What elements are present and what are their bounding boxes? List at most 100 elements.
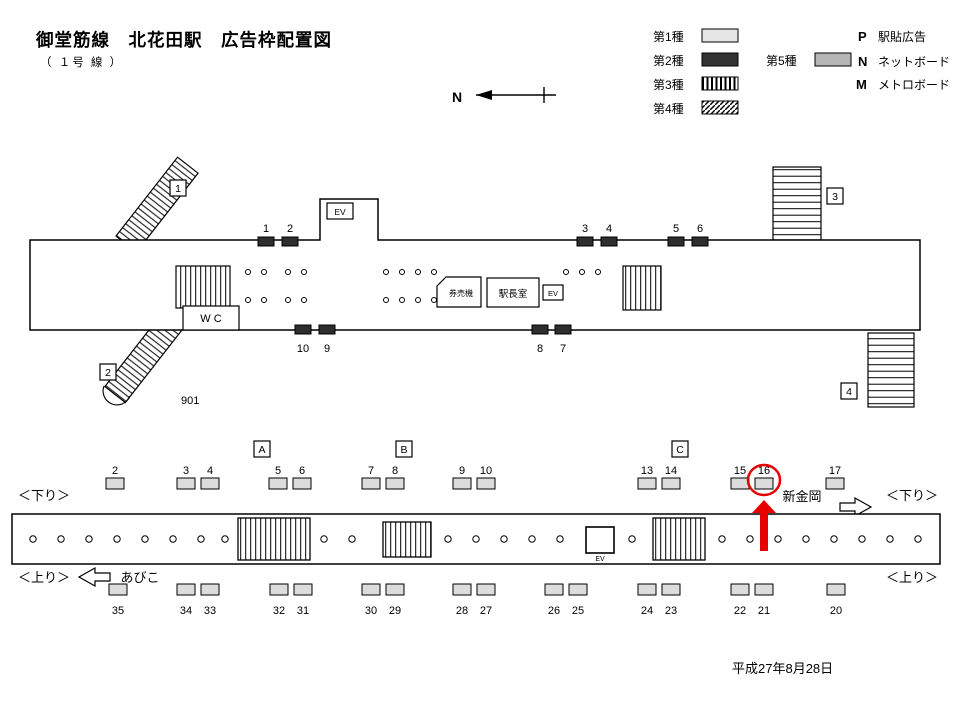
stationmaster-office <box>486 277 540 308</box>
ad-number: 10 <box>297 343 309 355</box>
north-label: N <box>452 89 462 105</box>
legend-type4-label: 第4種 <box>653 102 684 116</box>
ad-slot-number: 4 <box>207 465 213 477</box>
up-ad-row: 35 34 33 32 31 30 29 28 27 26 25 24 23 2… <box>108 583 846 617</box>
up-label-left: ＜上り＞ <box>18 570 70 585</box>
ad-slot-number: 3 <box>183 465 189 477</box>
highlight-position-16 <box>746 463 782 551</box>
legend-type2-swatch <box>701 52 739 67</box>
ad-number: 5 <box>673 223 679 235</box>
ad-number: 4 <box>606 223 612 235</box>
ad-slot-down: 16 <box>754 465 774 490</box>
ad-number: 3 <box>582 223 588 235</box>
platform-elevator-label: EV <box>595 556 605 563</box>
ad-slot-number: 30 <box>365 605 377 617</box>
ad-slot-number: 27 <box>480 605 492 617</box>
platform-stairs-c <box>652 517 706 561</box>
concourse-columns <box>245 269 601 303</box>
ticket-machine-label: 券売機 <box>449 288 473 298</box>
ad-slot-number: 35 <box>112 605 124 617</box>
ad-slot-number: 28 <box>456 605 468 617</box>
elevator-inner-label: EV <box>548 289 558 298</box>
ad-slot-down: 4 <box>200 465 220 490</box>
concourse-top-ads: 1 2 3 4 5 6 <box>257 223 709 247</box>
ad-slot-up: 24 <box>637 583 657 617</box>
inner-stairs-east <box>622 265 662 311</box>
ad-slot-number: 15 <box>734 465 746 477</box>
platform-columns <box>29 535 922 543</box>
ad-slot-down: 8 <box>385 465 405 490</box>
compass-arrowhead-icon <box>476 90 492 100</box>
highlight-circle <box>746 463 782 497</box>
legend-p-key: P <box>858 29 867 44</box>
ad-number: 7 <box>560 343 566 355</box>
toilet-label: W C <box>200 313 221 325</box>
ad-number: 6 <box>697 223 703 235</box>
platform-stairs-b <box>382 521 432 558</box>
page-title: 御堂筋線 北花田駅 広告枠配置図 <box>35 30 332 50</box>
exit-markers: 1 2 3 4 <box>99 179 858 400</box>
ad-slot-number: 34 <box>180 605 192 617</box>
down-ad-row: 2 3 4 5 6 7 8 9 10 13 14 15 16 17 <box>105 465 845 490</box>
ad-slot-down: 17 <box>825 465 845 490</box>
legend-type2-label: 第2種 <box>653 54 684 68</box>
stairs-exit-2-curve <box>102 385 131 406</box>
ad-slot-up: 30 <box>361 583 381 617</box>
section-letter: C <box>676 444 684 456</box>
ad-number: 2 <box>287 223 293 235</box>
ad-slot-down: 7 <box>361 465 381 490</box>
ad-slot-down: 2 <box>105 465 125 490</box>
section-letter: A <box>258 444 265 456</box>
compass: N <box>452 87 556 105</box>
up-label-right: ＜上り＞ <box>886 570 938 585</box>
ad-slot-up: 22 <box>730 583 750 617</box>
elevator-top-label: EV <box>334 207 346 217</box>
exit-number: 3 <box>832 191 838 203</box>
ad-slot-down: 3 <box>176 465 196 490</box>
ad-slot-number: 9 <box>459 465 465 477</box>
ad-slot-number: 26 <box>548 605 560 617</box>
ad-slot-up: 26 <box>544 583 564 617</box>
exit-number: 4 <box>846 386 852 398</box>
legend-type4-swatch <box>701 100 739 115</box>
ad-slot-number: 14 <box>665 465 677 477</box>
ad-slot-number: 23 <box>665 605 677 617</box>
ad-number: 9 <box>324 343 330 355</box>
ad-slot-number: 33 <box>204 605 216 617</box>
ad-slot-up: 33 <box>200 583 220 617</box>
ad-slot-number: 25 <box>572 605 584 617</box>
page-subtitle: （ １号 線 ） <box>40 55 123 69</box>
legend-n-key: N <box>858 54 867 69</box>
ad-slot-number: 17 <box>829 465 841 477</box>
ad-slot-number: 5 <box>275 465 281 477</box>
stationmaster-office-label: 駅長室 <box>499 288 528 300</box>
ad-slot-up: 29 <box>385 583 405 617</box>
ad-slot-up: 23 <box>661 583 681 617</box>
legend-type3-swatch <box>701 76 739 91</box>
next-station-left: あびこ <box>120 570 159 585</box>
ad-slot-down: 13 <box>637 465 657 490</box>
stairs-exit-1 <box>115 156 199 253</box>
ad-slot-number: 6 <box>299 465 305 477</box>
toilet-room <box>182 305 240 331</box>
legend-n-label: ネットボード <box>878 55 950 69</box>
ad-slot-number: 24 <box>641 605 653 617</box>
legend-m-key: M <box>856 77 867 92</box>
stairs-exit-3 <box>772 166 822 241</box>
ad-slot-number: 32 <box>273 605 285 617</box>
exit-number: 1 <box>175 183 181 195</box>
date-label: 平成27年8月28日 <box>732 661 833 676</box>
legend-m-label: メトロボード <box>878 78 950 92</box>
down-label-left: ＜下り＞ <box>18 488 70 503</box>
arrow-right-icon <box>839 496 873 518</box>
legend-p-label: 駅貼広告 <box>878 29 926 44</box>
platform-elevator-box <box>585 526 615 554</box>
ad-slot-number: 8 <box>392 465 398 477</box>
ad-slot-up: 20 <box>826 583 846 617</box>
legend: 第1種 第2種 第3種 第4種 第5種 P 駅貼広告 N ネットボード M メト… <box>653 28 950 116</box>
gate-number: 901 <box>181 395 199 407</box>
platform-map: A B C 2 3 4 5 6 7 8 9 10 13 14 15 16 17 … <box>11 440 941 617</box>
legend-type1-swatch <box>701 28 739 43</box>
legend-type3-label: 第3種 <box>653 78 684 92</box>
